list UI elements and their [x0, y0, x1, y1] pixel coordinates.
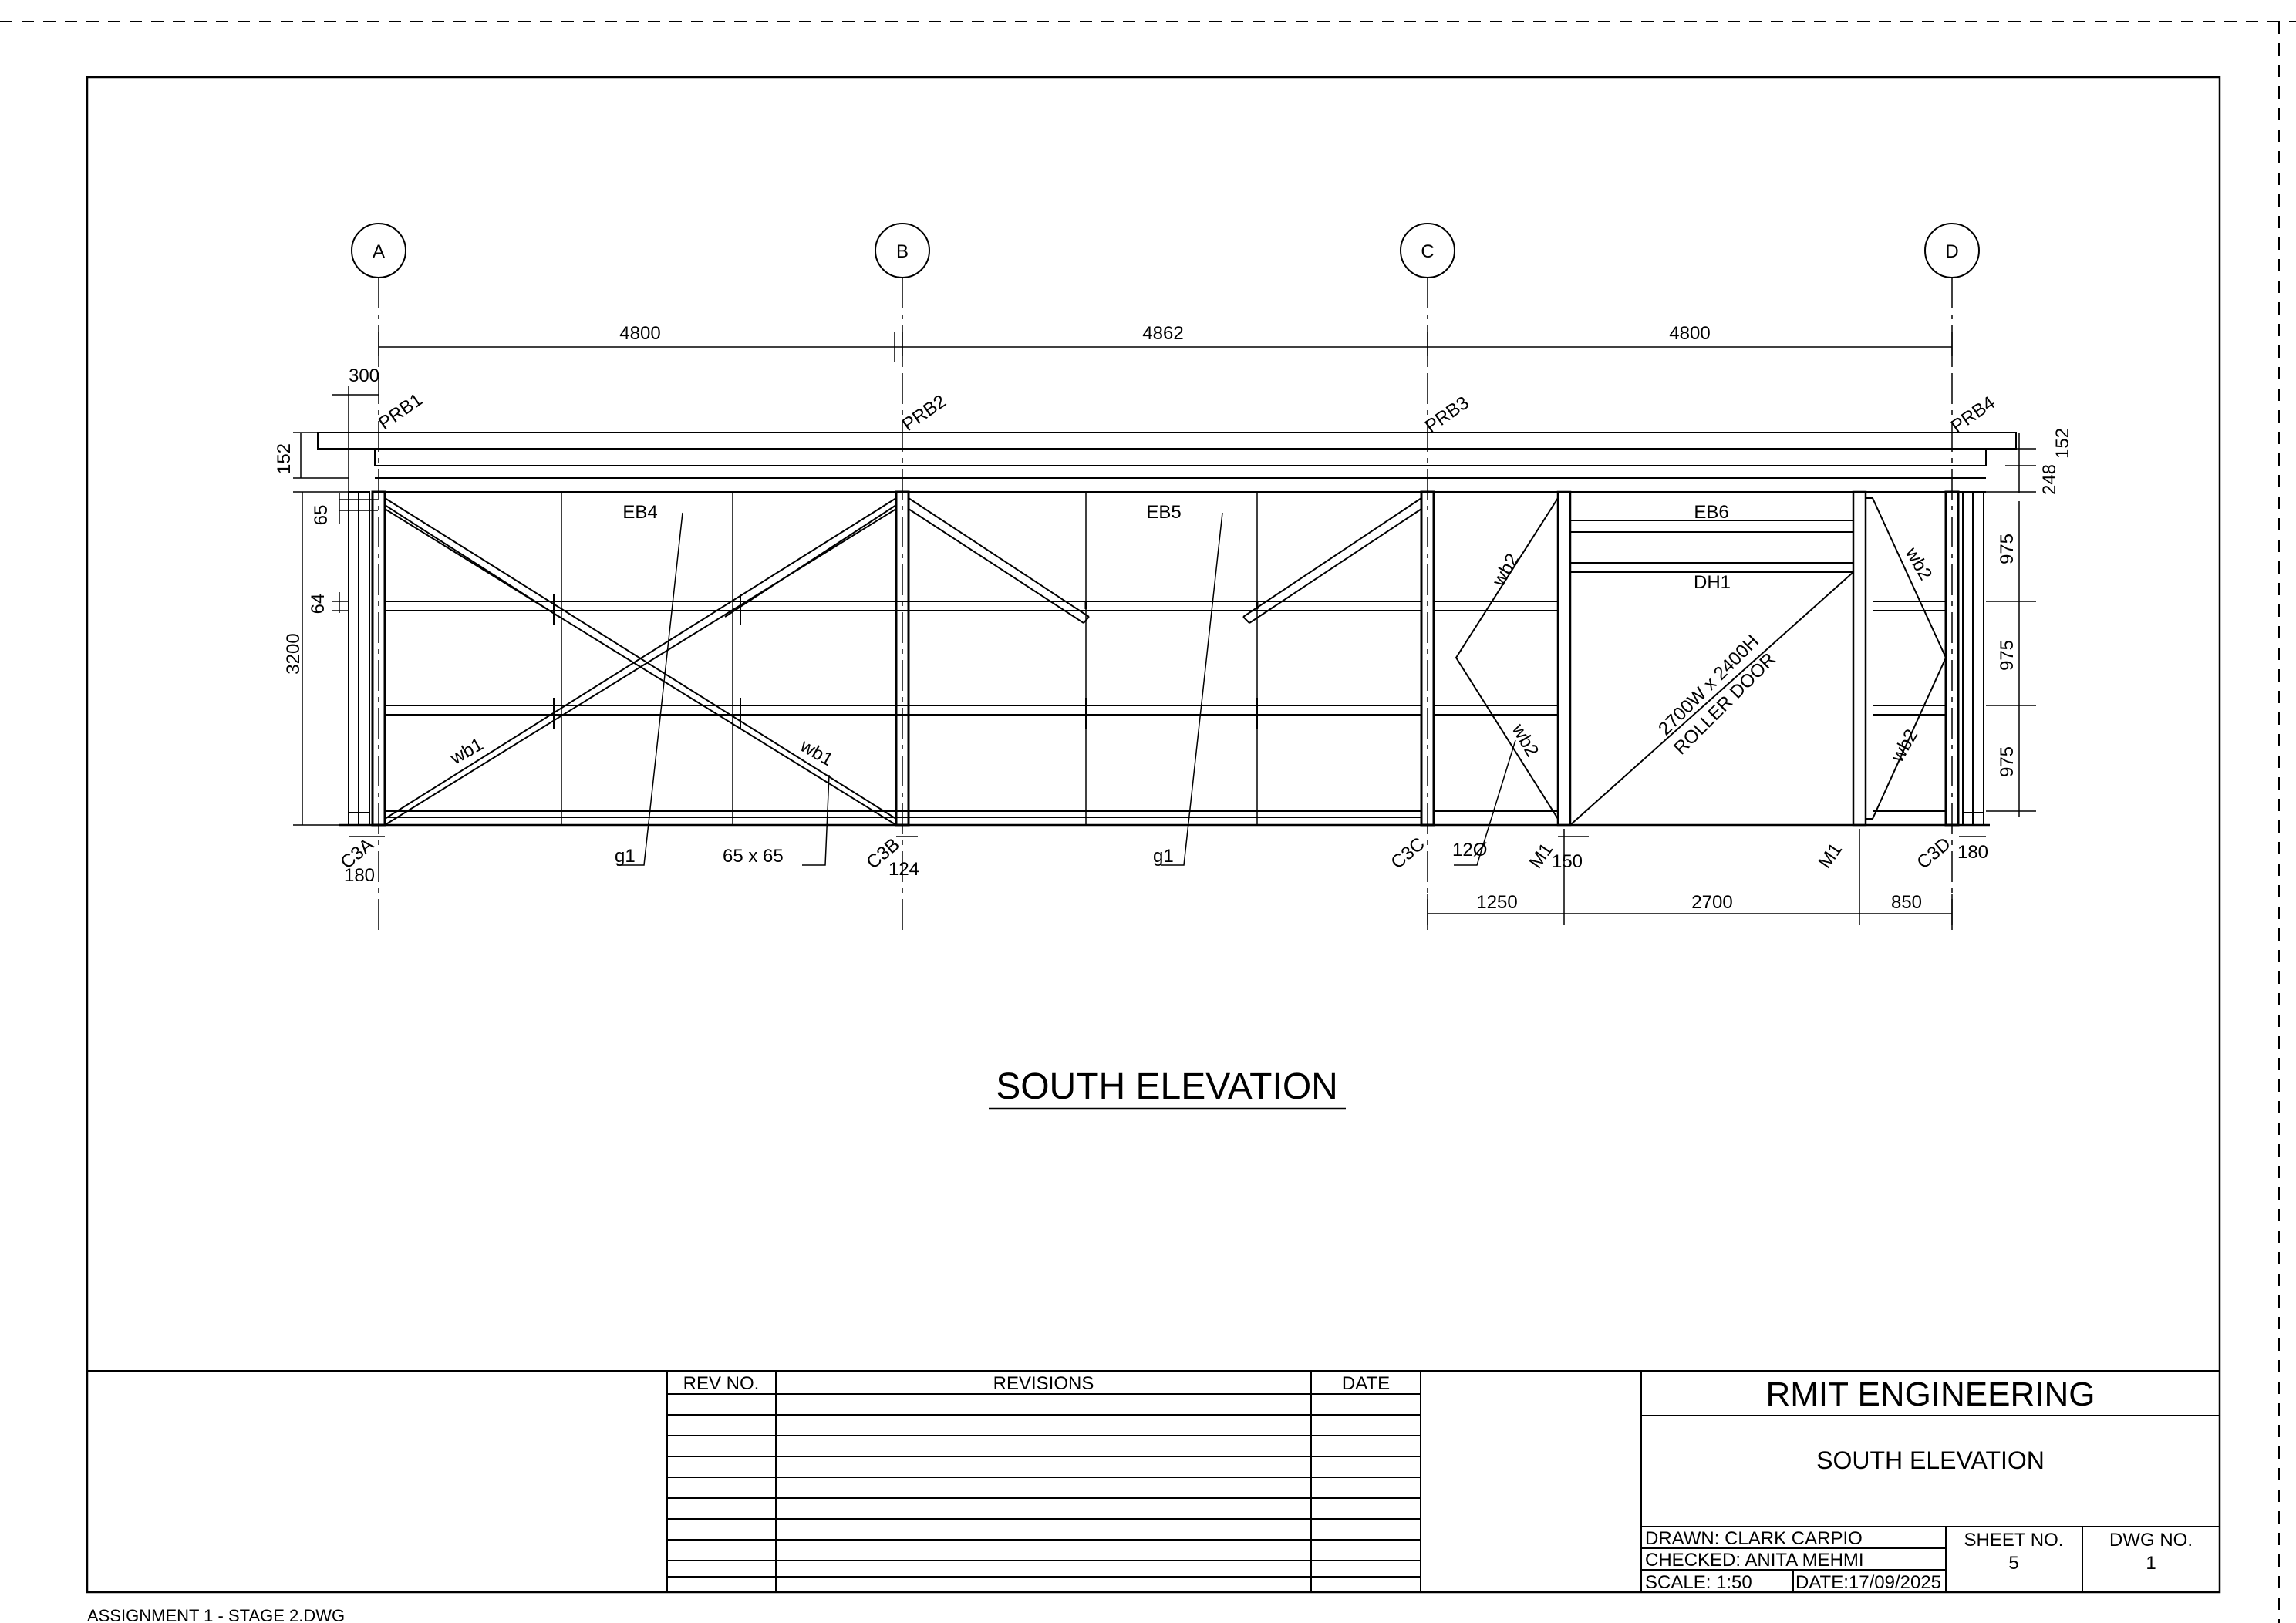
dim-64: 64: [308, 594, 329, 615]
rev-no-header: REV NO.: [683, 1373, 760, 1394]
date-header: DATE: [1342, 1373, 1390, 1394]
dim-975-2: 975: [1997, 640, 2018, 671]
dim-65: 65: [311, 505, 332, 526]
dim-248: 248: [2039, 464, 2060, 495]
grid-bubbles: [351, 223, 1980, 278]
dim-124: 124: [888, 859, 919, 880]
label-wb1-left: wb1: [447, 734, 487, 769]
sheet-no: 5: [2008, 1553, 2018, 1574]
grid-label-a: A: [373, 241, 385, 262]
dimension-lines: [293, 332, 2036, 925]
grid-label-b: B: [896, 241, 909, 262]
dim-152-left: 152: [274, 443, 295, 474]
dim-150: 150: [1552, 851, 1583, 872]
file-name: ASSIGNMENT 1 - STAGE 2.DWG: [87, 1606, 345, 1623]
scale: SCALE: 1:50: [1645, 1572, 1752, 1593]
label-wb1-right: wb1: [796, 735, 836, 770]
label-c3d: C3D: [1913, 833, 1955, 874]
dim-1250: 1250: [1476, 892, 1517, 913]
dim-152-right: 152: [2052, 428, 2073, 459]
label-prb2: PRB2: [899, 391, 950, 436]
elevation: [317, 278, 2017, 933]
label-eb4: EB4: [622, 502, 657, 523]
dim-975-1: 975: [1997, 534, 2018, 564]
grid-bubble-b: [875, 223, 930, 278]
label-g1-right: g1: [1153, 846, 1174, 867]
dim-2700: 2700: [1691, 892, 1732, 913]
dim-850: 850: [1891, 892, 1922, 913]
dim-975-3: 975: [1997, 746, 2018, 777]
drawing-border: [86, 76, 2221, 1594]
company-name: RMIT ENGINEERING: [1765, 1376, 2095, 1413]
revisions-header: REVISIONS: [993, 1373, 1094, 1394]
sheet-no-label: SHEET NO.: [1964, 1530, 2064, 1551]
label-eb6: EB6: [1694, 502, 1728, 523]
label-rod: 12Ø: [1452, 840, 1487, 860]
label-m1-right: M1: [1815, 840, 1846, 873]
grid-bubble-c: [1400, 223, 1455, 278]
title-block: [87, 1370, 2220, 1593]
grid-label-d: D: [1945, 241, 1958, 262]
label-eb5: EB5: [1146, 502, 1181, 523]
label-dh1: DH1: [1694, 572, 1731, 593]
label-angle: 65 x 65: [723, 846, 784, 867]
dwg-no: 1: [2146, 1553, 2156, 1574]
dim-180-right: 180: [1957, 842, 1988, 863]
checked-by: CHECKED: ANITA MEHMI: [1645, 1550, 1864, 1571]
label-wb2-1: wb2: [1488, 550, 1523, 590]
grid-bubble-a: [351, 223, 406, 278]
span-ab: 4800: [619, 323, 660, 344]
label-prb4: PRB4: [1947, 392, 1999, 437]
label-wb2-2: wb2: [1507, 720, 1542, 760]
drawing-title: SOUTH ELEVATION: [996, 1066, 1338, 1107]
label-c3c: C3C: [1387, 833, 1429, 874]
label-prb1: PRB1: [375, 389, 426, 434]
dim-3200: 3200: [283, 633, 304, 674]
dim-180-left: 180: [344, 865, 375, 886]
date: DATE:17/09/2025: [1795, 1572, 1941, 1593]
label-prb3: PRB3: [1421, 392, 1473, 437]
drawn-by: DRAWN: CLARK CARPIO: [1645, 1528, 1863, 1549]
sheet-edge: [0, 21, 2296, 1623]
label-g1-left: g1: [615, 846, 636, 867]
grid-label-c: C: [1421, 241, 1434, 262]
label-wb2-4: wb2: [1886, 726, 1922, 766]
dwg-no-label: DWG NO.: [2109, 1530, 2193, 1551]
label-wb2-3: wb2: [1900, 544, 1936, 584]
dim-300: 300: [349, 365, 379, 386]
span-bc: 4862: [1142, 323, 1183, 344]
grid-bubble-d: [1924, 223, 1980, 278]
sheet-title: SOUTH ELEVATION: [1816, 1446, 2045, 1474]
span-cd: 4800: [1669, 323, 1710, 344]
